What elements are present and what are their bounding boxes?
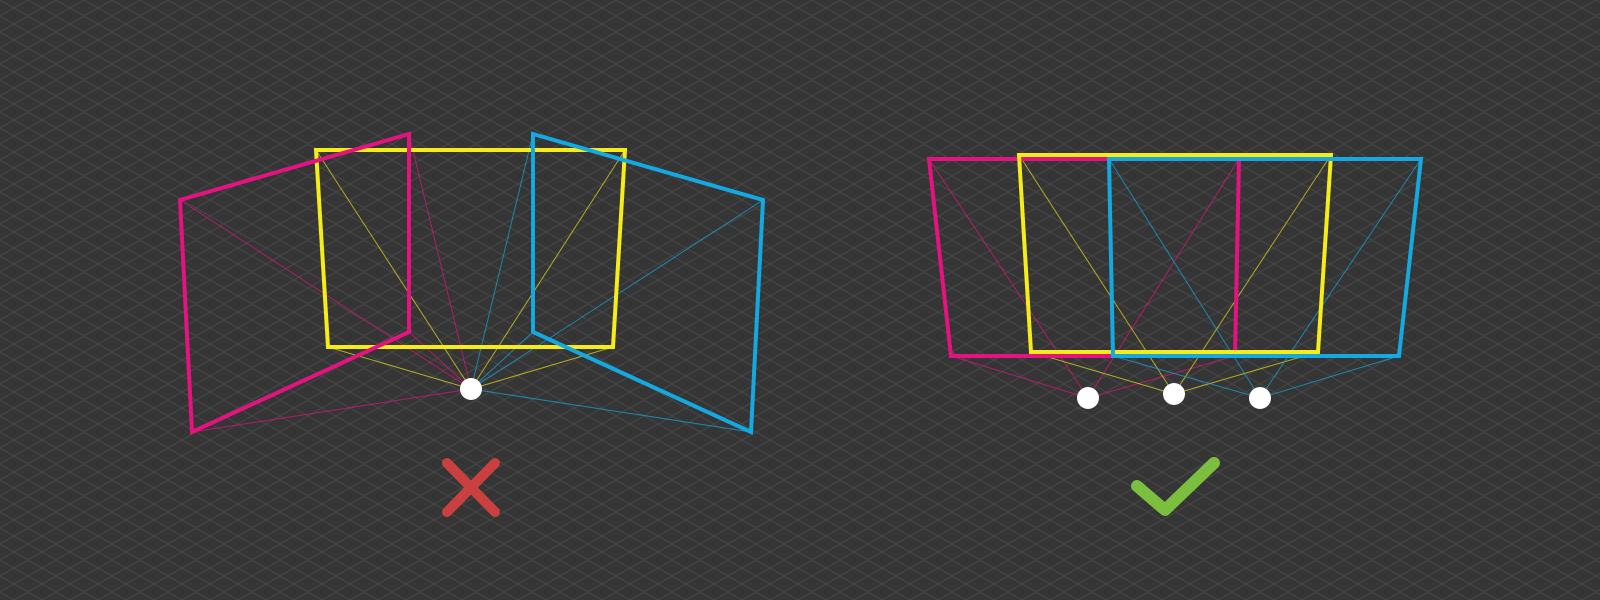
cyan-projection-rays [1108,158,1422,399]
yellow-image-frame [313,148,628,349]
cyan-image-frame [1106,157,1424,358]
correct-panel [926,153,1424,516]
camera-center-middle [1163,383,1185,405]
checkmark-icon [1131,457,1220,516]
cyan-image-frame [531,131,766,436]
incorrect-panel [177,131,766,517]
magenta-image-frame [177,131,411,436]
camera-center-left [1077,387,1099,409]
camera-center-right [1249,387,1271,409]
camera-center [460,378,482,400]
magenta-projection-rays [928,158,1240,399]
cross-icon [442,458,500,517]
yellow-image-frame [1016,153,1334,354]
yellow-projection-rays [315,149,626,390]
